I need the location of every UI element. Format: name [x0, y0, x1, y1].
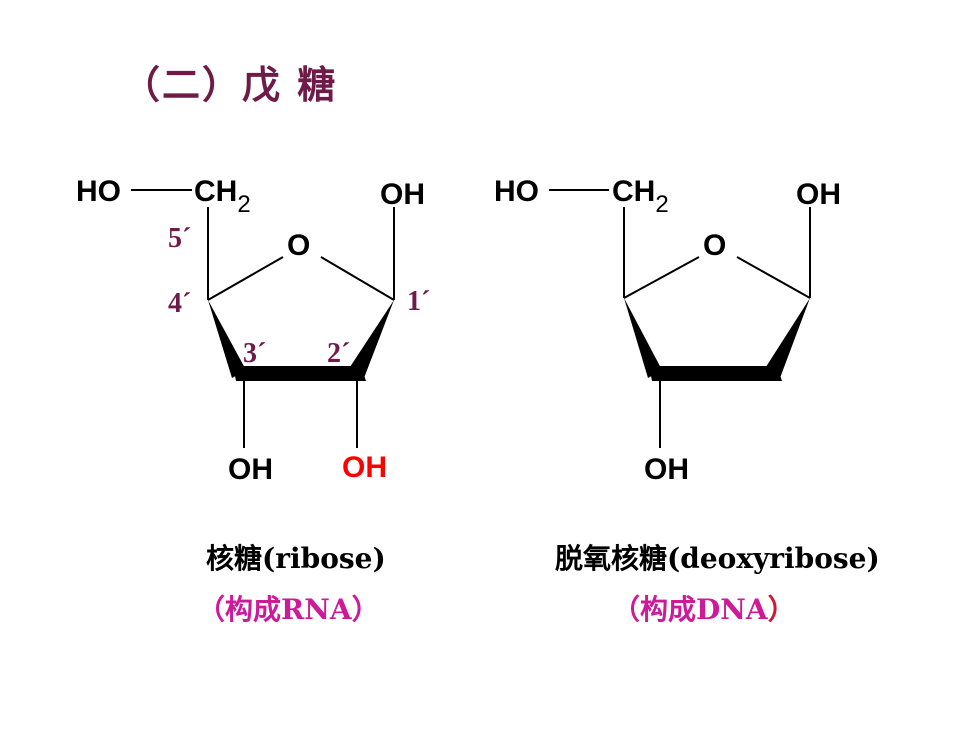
ribose-o-c1-bond — [320, 256, 395, 301]
deoxyribose-ho-label: HO — [494, 175, 539, 208]
ribose-c1-c2-wedge — [348, 300, 394, 378]
ribose-carbon-5-number: 5´ — [168, 223, 191, 254]
deoxyribose-c4-c3-wedge — [624, 298, 662, 378]
deoxyribose-c1-oh-label: OH — [796, 178, 841, 211]
deoxyribose-ch2-label: CH2 — [612, 175, 669, 218]
deoxyribose-o-c1-bond — [736, 256, 811, 299]
deoxyribose-c3-oh-label: OH — [644, 453, 689, 486]
ribose-name: 核糖(ribose) — [206, 542, 386, 575]
deoxyribose-c1-c2-wedge — [764, 298, 810, 378]
deoxyribose-c3-c2-bold-bond — [649, 366, 782, 381]
ribose-ch2-label: CH2 — [194, 175, 251, 218]
ribose-ring-oxygen: O — [287, 229, 310, 262]
ribose-c1-oh-label: OH — [380, 178, 425, 211]
ribose-c3-oh-label: OH — [228, 453, 273, 486]
deoxyribose-structure: HO CH2 O OH OH — [494, 175, 841, 486]
deoxyribose-c4-o-bond — [623, 256, 700, 299]
ribose-c4-o-bond — [207, 256, 284, 301]
ribose-carbon-1-number: 1´ — [407, 286, 430, 317]
ribose-carbon-3-number: 3´ — [243, 338, 266, 369]
deoxyribose-name: 脱氧核糖(deoxyribose) — [555, 542, 880, 575]
ribose-structure: HO CH2 O OH OH OH 5´ 4´ 3´ 2 — [76, 175, 430, 486]
ribose-c3-c2-bold-bond — [233, 366, 366, 381]
ribose-c2-oh-label: OH — [342, 451, 387, 484]
ribose-ho-label: HO — [76, 175, 121, 208]
ribose-role: （构成RNA） — [197, 593, 380, 626]
deoxyribose-ring-oxygen: O — [703, 229, 726, 262]
slide-title: （二）戊 糖 — [122, 62, 338, 107]
ribose-c4-c3-wedge — [208, 300, 246, 378]
ribose-carbon-4-number: 4´ — [168, 288, 191, 319]
deoxyribose-role: （构成DNA） — [612, 593, 796, 626]
ribose-carbon-2-number: 2´ — [327, 338, 350, 369]
